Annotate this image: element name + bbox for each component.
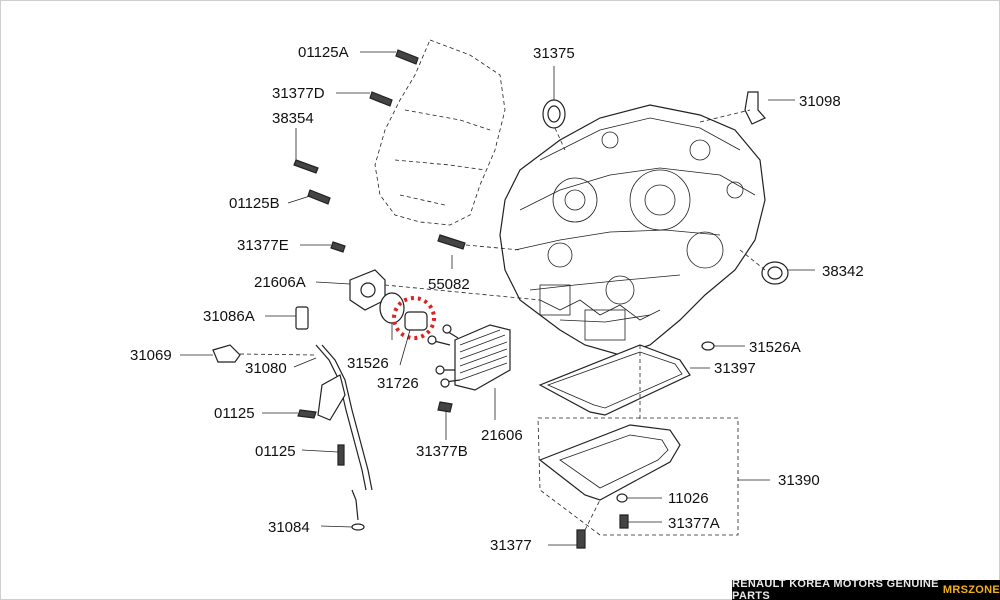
label-31397: 31397 [714, 360, 756, 377]
highlight-circle [392, 296, 436, 340]
label-31080: 31080 [245, 360, 287, 377]
label-55082: 55082 [428, 276, 470, 293]
oil-cooler [427, 324, 511, 391]
label-31098: 31098 [799, 93, 841, 110]
label-31069: 31069 [130, 347, 172, 364]
label-31377D: 31377D [272, 85, 325, 102]
label-01125-a: 01125 [214, 405, 255, 422]
bolt-31377D [369, 91, 393, 107]
oil-pan-group-box [537, 417, 739, 536]
label-31377B: 31377B [416, 443, 468, 460]
bolt-01125B [307, 189, 331, 205]
label-31377E: 31377E [237, 237, 289, 254]
label-01125B: 01125B [229, 195, 280, 212]
label-01125A: 01125A [298, 44, 349, 61]
stud-38354 [293, 159, 319, 174]
sensor-31098 [744, 91, 766, 125]
label-31084: 31084 [268, 519, 310, 536]
label-31526: 31526 [347, 355, 389, 372]
bolt-55082 [437, 234, 466, 250]
bolt-01125-b [337, 444, 345, 466]
bolt-01125-a [297, 409, 317, 419]
sensor-31086A [295, 306, 309, 330]
washer-11026 [616, 493, 628, 503]
label-31526A: 31526A [749, 339, 801, 356]
bracket-21606A-hole [360, 282, 376, 298]
label-11026: 11026 [668, 490, 709, 507]
dipstick-31084 [351, 489, 359, 521]
footer-site: MRSZONE [942, 584, 1000, 596]
bolt-31377B [437, 401, 453, 413]
oil-pan-inner [559, 434, 669, 489]
label-38342: 38342 [822, 263, 864, 280]
bolt-01125A [395, 49, 419, 65]
converter-housing-outline [374, 39, 506, 226]
connector-31069 [212, 344, 241, 363]
label-21606: 21606 [481, 427, 523, 444]
oil-seal-31375-inner [547, 105, 561, 123]
bolt-31377E [330, 241, 346, 253]
part-labels: 01125A 31377D 38354 01125B 31377E 21606A… [130, 44, 864, 554]
bolt-31377A [619, 514, 629, 529]
filter-31726 [404, 311, 428, 331]
label-31086A: 31086A [203, 308, 255, 325]
label-31377: 31377 [490, 537, 532, 554]
label-31390: 31390 [778, 472, 820, 489]
label-31726: 31726 [377, 375, 419, 392]
tube-bracket [317, 374, 346, 421]
leader-lines [180, 51, 815, 546]
footer-brand: RENAULT KOREA MOTORS GENUINE PARTS [732, 578, 939, 600]
label-21606A: 21606A [254, 274, 306, 291]
transmission-housing [499, 104, 766, 356]
oil-seal-38342-inner [767, 266, 783, 280]
oil-pan [538, 424, 681, 501]
label-31375: 31375 [533, 45, 575, 62]
label-31377A: 31377A [668, 515, 720, 532]
o-ring-31526A [701, 341, 715, 351]
dipstick-handle [351, 523, 365, 531]
watermark-footer: RENAULT KOREA MOTORS GENUINE PARTS MRSZO… [732, 578, 1000, 600]
bolt-31377 [576, 529, 586, 549]
label-01125-b: 01125 [255, 443, 296, 460]
label-38354: 38354 [272, 110, 314, 127]
housing-inner-ribs [394, 109, 491, 206]
o-ring-31526 [379, 292, 405, 324]
